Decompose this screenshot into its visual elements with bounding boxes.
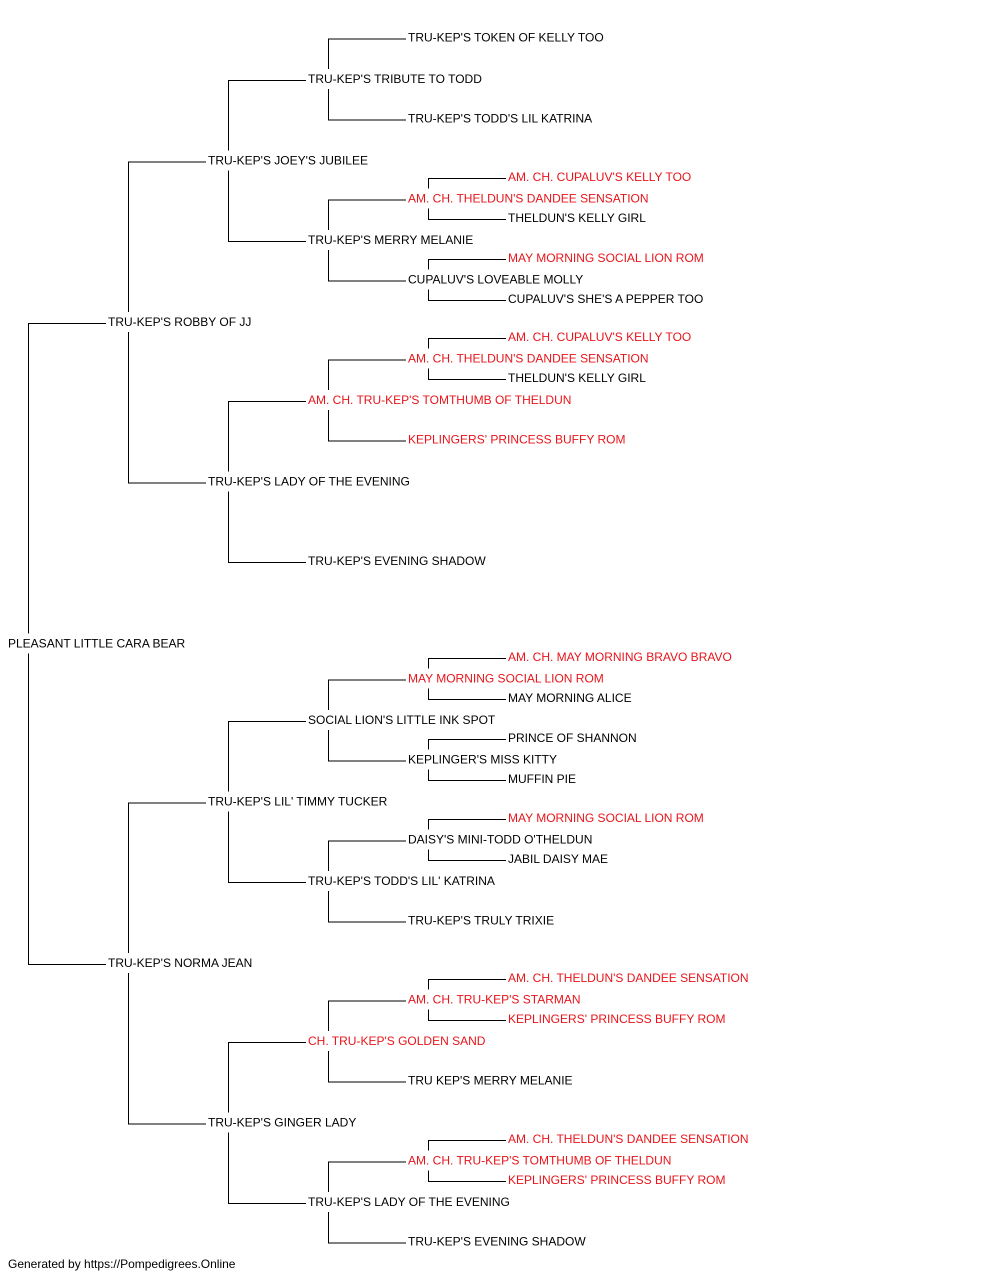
dam-connector-dam (128, 973, 206, 1125)
pedigree-name-sire-dam-sire-dam: KEPLINGERS' PRINCESS BUFFY ROM (408, 433, 625, 447)
dam-connector-dam-sire (228, 811, 306, 883)
pedigree-name-sire-sire-dam-dam-dam: CUPALUV'S SHE'S A PEPPER TOO (508, 292, 703, 306)
pedigree-name-sire-sire-sire-dam: TRU-KEP'S TODD'S LIL KATRINA (408, 112, 592, 126)
sire-connector-sire-dam-sire-sire (428, 338, 506, 349)
pedigree-name-sire-dam-sire-sire: AM. CH. THELDUN'S DANDEE SENSATION (408, 352, 649, 366)
dam-connector-sire-dam-sire-sire (428, 368, 506, 380)
sire-connector-sire-sire (228, 80, 306, 151)
dam-connector-sire-sire-dam (328, 250, 406, 282)
dam-connector-sire-dam-sire (328, 410, 406, 442)
sire-connector-dam-dam-dam (328, 1161, 406, 1192)
pedigree-name-sire-sire-dam-dam: CUPALUV'S LOVEABLE MOLLY (408, 273, 583, 287)
dam-connector-dam-dam-sire-sire (428, 1009, 506, 1021)
sire-connector-sire-sire-dam-sire (428, 178, 506, 189)
pedigree-name-dam-sire-sire-dam-sire: PRINCE OF SHANNON (508, 731, 637, 745)
dam-connector-sire-sire (228, 170, 306, 242)
dam-connector-sire-sire-dam-dam (428, 289, 506, 301)
pedigree-name-dam-sire: TRU-KEP'S LIL' TIMMY TUCKER (208, 795, 388, 809)
sire-connector-dam (128, 802, 206, 953)
sire-connector-sire-dam (228, 401, 306, 472)
sire-connector-sire-dam-sire (328, 359, 406, 390)
pedigree-name-dam-dam-dam-dam: TRU-KEP'S EVENING SHADOW (408, 1235, 586, 1249)
pedigree-name-sire-sire-dam-sire: AM. CH. THELDUN'S DANDEE SENSATION (408, 192, 649, 206)
sire-connector-dam-dam-sire (328, 1000, 406, 1031)
sire-connector-root (28, 323, 106, 634)
dam-connector-dam-dam (228, 1132, 306, 1204)
pedigree-name-dam-dam-sire-sire-sire: AM. CH. THELDUN'S DANDEE SENSATION (508, 971, 749, 985)
sire-connector-sire-sire-dam-dam (428, 259, 506, 270)
sire-connector-sire (128, 161, 206, 312)
sire-connector-dam-sire (228, 721, 306, 792)
dam-connector-root (28, 653, 106, 965)
sire-connector-dam-dam-sire-sire (428, 979, 506, 990)
footer-credit: Generated by https://Pompedigrees.Online (8, 1257, 236, 1271)
dam-connector-dam-sire-dam (328, 891, 406, 923)
dam-connector-dam-sire-dam-sire (428, 849, 506, 861)
pedigree-name-sire-dam-sire-sire-dam: THELDUN'S KELLY GIRL (508, 371, 646, 385)
pedigree-name-dam-sire-dam-sire-dam: JABIL DAISY MAE (508, 852, 608, 866)
sire-connector-dam-sire-sire-sire (428, 658, 506, 669)
pedigree-name-dam-sire-dam: TRU-KEP'S TODD'S LIL' KATRINA (308, 874, 495, 888)
pedigree-name-dam-sire-sire-sire-sire: AM. CH. MAY MORNING BRAVO BRAVO (508, 650, 732, 664)
pedigree-name-dam-sire-sire-sire-dam: MAY MORNING ALICE (508, 691, 632, 705)
dam-connector-sire-dam (228, 491, 306, 563)
pedigree-name-sire-dam-sire: AM. CH. TRU-KEP'S TOMTHUMB OF THELDUN (308, 393, 571, 407)
pedigree-name-dam-sire-sire-sire: MAY MORNING SOCIAL LION ROM (408, 672, 604, 686)
pedigree-name-dam-sire-sire-dam-dam: MUFFIN PIE (508, 772, 576, 786)
sire-connector-dam-sire-sire-dam (428, 739, 506, 750)
sire-connector-dam-sire-dam-sire (428, 819, 506, 830)
pedigree-name-sire-sire-dam-sire-sire: AM. CH. CUPALUV'S KELLY TOO (508, 170, 691, 184)
pedigree-name-sire-dam-sire-sire-sire: AM. CH. CUPALUV'S KELLY TOO (508, 330, 691, 344)
pedigree-name-dam: TRU-KEP'S NORMA JEAN (108, 956, 252, 970)
pedigree-name-dam-dam-dam: TRU-KEP'S LADY OF THE EVENING (308, 1195, 510, 1209)
sire-connector-dam-sire-dam (328, 840, 406, 871)
sire-connector-dam-dam (228, 1042, 306, 1113)
pedigree-name-dam-dam-dam-sire-dam: KEPLINGERS' PRINCESS BUFFY ROM (508, 1173, 725, 1187)
dam-connector-dam-dam-dam-sire (428, 1170, 506, 1182)
pedigree-name-dam-dam-sire-sire: AM. CH. TRU-KEP'S STARMAN (408, 993, 581, 1007)
dam-connector-sire (128, 332, 206, 484)
dam-connector-dam-sire-sire (328, 730, 406, 762)
sire-connector-sire-sire-dam (328, 199, 406, 230)
dam-connector-dam-dam-dam (328, 1212, 406, 1244)
pedigree-name-sire-sire: TRU-KEP'S JOEY'S JUBILEE (208, 154, 368, 168)
dam-connector-sire-sire-sire (328, 89, 406, 121)
pedigree-name-sire-sire-dam: TRU-KEP'S MERRY MELANIE (308, 233, 473, 247)
pedigree-name-root: PLEASANT LITTLE CARA BEAR (8, 637, 186, 651)
pedigree-name-dam-sire-dam-sire-sire: MAY MORNING SOCIAL LION ROM (508, 811, 704, 825)
sire-connector-dam-dam-dam-sire (428, 1140, 506, 1151)
pedigree-name-dam-dam: TRU-KEP'S GINGER LADY (208, 1116, 356, 1130)
pedigree-name-dam-dam-sire: CH. TRU-KEP'S GOLDEN SAND (308, 1034, 486, 1048)
dam-connector-sire-sire-dam-sire (428, 208, 506, 220)
dam-connector-dam-sire-sire-dam (428, 769, 506, 781)
pedigree-name-sire-sire-sire: TRU-KEP'S TRIBUTE TO TODD (308, 72, 482, 86)
pedigree-name-dam-sire-sire-dam: KEPLINGER'S MISS KITTY (408, 753, 557, 767)
dam-connector-dam-dam-sire (328, 1051, 406, 1083)
sire-connector-sire-sire-sire (328, 38, 406, 69)
pedigree-name-sire-sire-sire-sire: TRU-KEP'S TOKEN OF KELLY TOO (408, 31, 604, 45)
pedigree-name-sire-sire-dam-sire-dam: THELDUN'S KELLY GIRL (508, 211, 646, 225)
pedigree-name-dam-dam-dam-sire-sire: AM. CH. THELDUN'S DANDEE SENSATION (508, 1132, 749, 1146)
pedigree-name-sire-dam-dam: TRU-KEP'S EVENING SHADOW (308, 554, 486, 568)
pedigree-name-dam-dam-sire-dam: TRU KEP'S MERRY MELANIE (408, 1074, 573, 1088)
dam-connector-dam-sire-sire-sire (428, 688, 506, 700)
pedigree-name-sire-dam: TRU-KEP'S LADY OF THE EVENING (208, 475, 410, 489)
pedigree-name-dam-sire-dam-sire: DAISY'S MINI-TODD O'THELDUN (408, 833, 592, 847)
pedigree-name-dam-dam-sire-sire-dam: KEPLINGERS' PRINCESS BUFFY ROM (508, 1012, 725, 1026)
pedigree-name-sire: TRU-KEP'S ROBBY OF JJ (108, 315, 251, 329)
pedigree-name-dam-sire-sire: SOCIAL LION'S LITTLE INK SPOT (308, 713, 496, 727)
pedigree-name-dam-dam-dam-sire: AM. CH. TRU-KEP'S TOMTHUMB OF THELDUN (408, 1154, 671, 1168)
sire-connector-dam-sire-sire (328, 679, 406, 710)
pedigree-name-dam-sire-dam-dam: TRU-KEP'S TRULY TRIXIE (408, 914, 554, 928)
pedigree-name-sire-sire-dam-dam-sire: MAY MORNING SOCIAL LION ROM (508, 251, 704, 265)
